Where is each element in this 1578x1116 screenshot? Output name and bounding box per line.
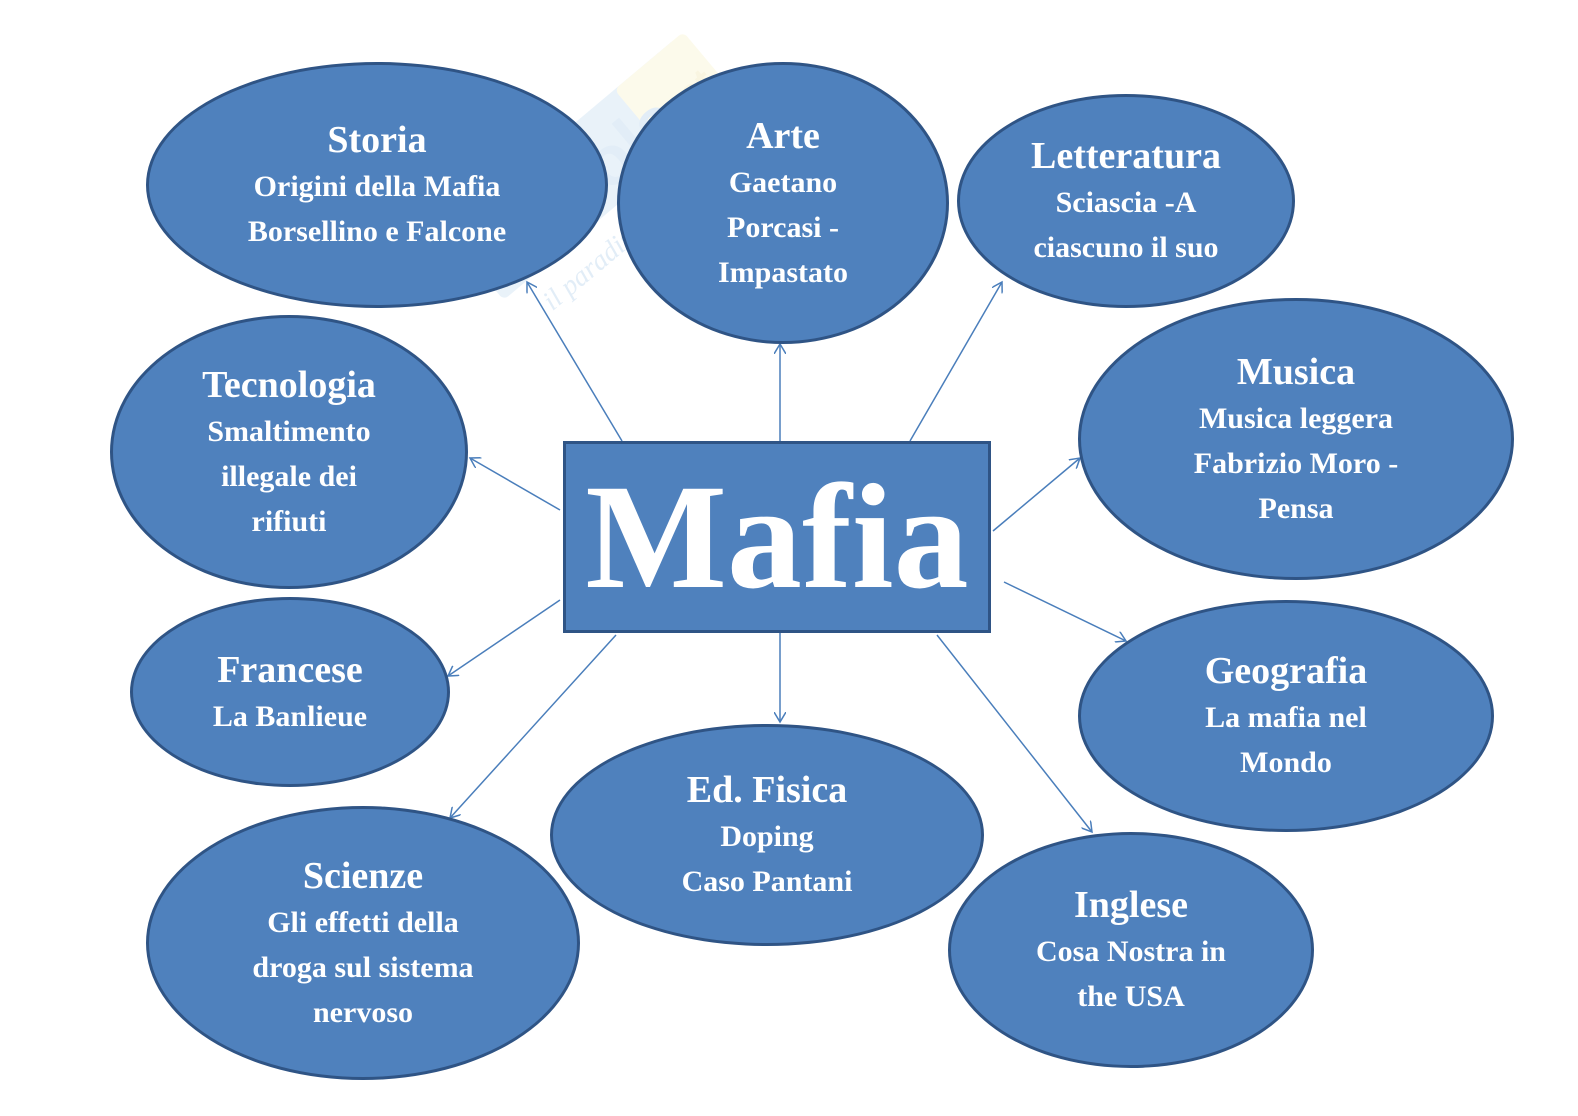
node-title: Arte	[746, 114, 820, 157]
node-title: Storia	[327, 119, 427, 161]
node-line: the USA	[1077, 980, 1185, 1013]
node-line: Origini della Mafia	[253, 170, 501, 203]
node-line: La Banlieue	[212, 699, 368, 733]
node-title: Letteratura	[1031, 135, 1221, 177]
node-title: Tecnologia	[202, 363, 376, 406]
arrow-to-letteratura	[909, 282, 1002, 442]
node-scienze: Scienze Gli effetti della droga sul sist…	[146, 806, 580, 1080]
node-title: Geografia	[1204, 650, 1368, 692]
central-topic-box: Mafia	[563, 441, 991, 633]
node-line: illegale dei	[221, 459, 357, 493]
node-line: Pensa	[1258, 491, 1334, 525]
node-line: Musica leggera	[1198, 401, 1394, 435]
node-title: Ed. Fisica	[686, 769, 848, 811]
node-line: Gaetano	[728, 165, 838, 199]
arrow-to-francese	[448, 599, 561, 676]
node-tecnologia: Tecnologia Smaltimento illegale dei rifi…	[110, 315, 468, 589]
node-line: ciascuno il suo	[1033, 231, 1219, 264]
arrow-to-musica	[992, 458, 1080, 532]
node-storia: Storia Origini della Mafia Borsellino e …	[146, 62, 608, 308]
node-title: Musica	[1236, 350, 1356, 393]
node-line: Fabrizio Moro -	[1193, 446, 1399, 480]
node-line: droga sul sistema	[252, 950, 474, 984]
arrow-to-tecnologia	[470, 458, 561, 511]
node-musica: Musica Musica leggera Fabrizio Moro - Pe…	[1078, 298, 1514, 580]
node-line: Mondo	[1240, 746, 1332, 779]
arrow-to-storia	[527, 282, 623, 442]
node-line: Porcasi -	[727, 210, 839, 244]
node-title: Inglese	[1074, 884, 1188, 926]
node-line: Impastato	[717, 255, 848, 289]
arrow-to-scienze	[450, 634, 617, 818]
node-title: Scienze	[302, 854, 424, 897]
node-line: Sciascia -A	[1055, 186, 1197, 219]
node-line: La mafia nel	[1205, 701, 1367, 734]
node-line: Gli effetti della	[267, 905, 459, 939]
node-title: Francese	[217, 648, 363, 691]
node-line: Caso Pantani	[681, 865, 853, 898]
node-geografia: Geografia La mafia nel Mondo	[1078, 600, 1494, 832]
central-topic-label: Mafia	[585, 454, 969, 620]
node-line: Smaltimento	[207, 414, 371, 448]
node-francese: Francese La Banlieue	[130, 597, 450, 787]
node-letteratura: Letteratura Sciascia -A ciascuno il suo	[957, 94, 1295, 308]
arrow-to-geografia	[1003, 581, 1126, 641]
node-inglese: Inglese Cosa Nostra in the USA	[948, 832, 1314, 1068]
node-line: Doping	[720, 820, 814, 853]
node-ed-fisica: Ed. Fisica Doping Caso Pantani	[550, 724, 984, 946]
node-line: Cosa Nostra in	[1035, 935, 1226, 968]
node-arte: Arte Gaetano Porcasi - Impastato	[617, 62, 949, 344]
node-line: rifiuti	[251, 504, 327, 538]
arrow-to-inglese	[936, 634, 1092, 832]
node-line: nervoso	[313, 995, 413, 1029]
node-line: Borsellino e Falcone	[247, 215, 507, 248]
